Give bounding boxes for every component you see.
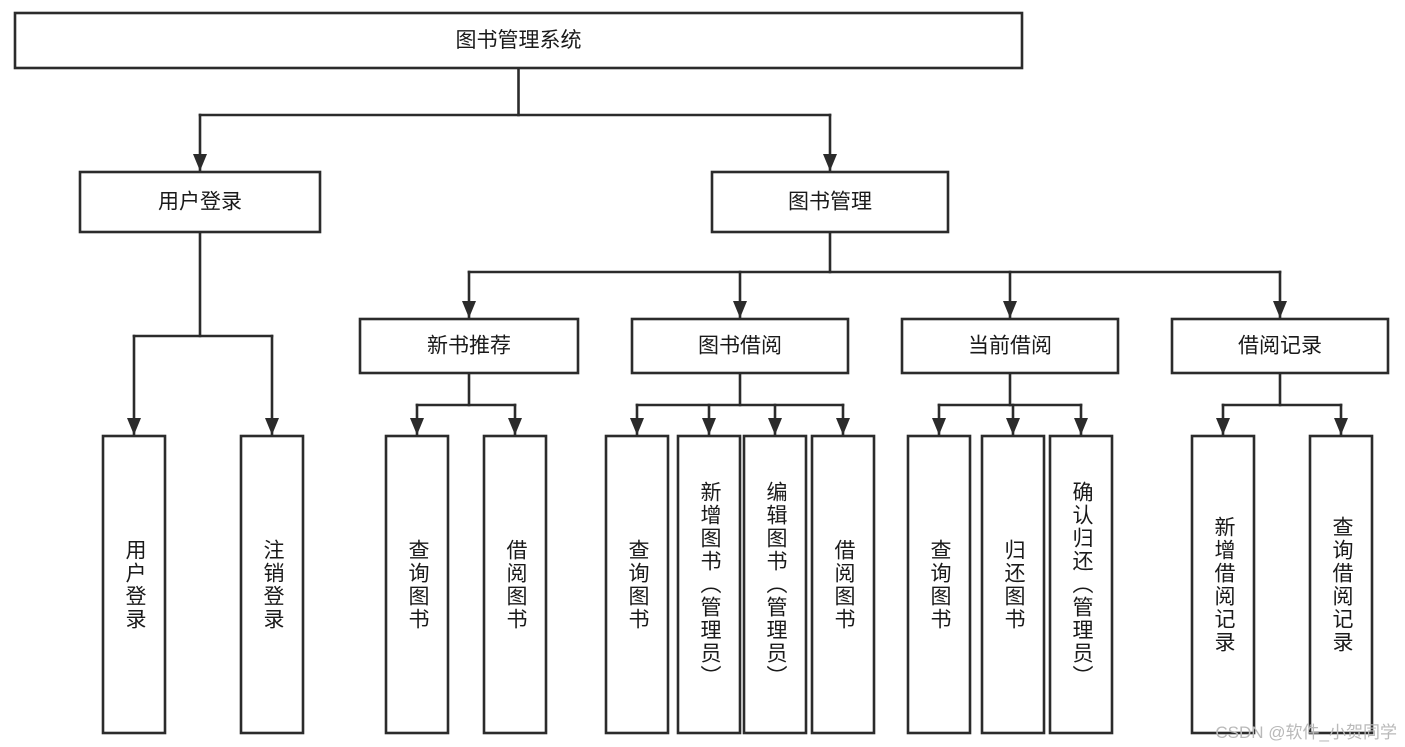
arrow-head-icon (768, 418, 782, 435)
arrow-head-icon (1074, 418, 1088, 435)
node-leaf-add-book[interactable] (676, 434, 742, 735)
arrow-head-icon (733, 301, 747, 318)
node-user-login[interactable] (78, 170, 322, 234)
node-leaf-add-record[interactable] (1190, 434, 1256, 735)
arrow-head-icon (630, 418, 644, 435)
arrow-head-icon (193, 154, 207, 171)
node-borrow-record-label: 借阅记录 (1238, 335, 1322, 358)
arrow-head-icon (1273, 301, 1287, 318)
arrow-head-icon (1006, 418, 1020, 435)
node-root-label: 图书管理系统 (456, 29, 582, 52)
arrow-head-icon (410, 418, 424, 435)
node-leaf-confirm-return[interactable] (1048, 434, 1114, 735)
node-new-book-recommend-label: 新书推荐 (427, 335, 511, 358)
arrow-head-icon (462, 301, 476, 318)
node-book-management-label: 图书管理 (788, 191, 872, 214)
node-new-book-recommend[interactable] (358, 317, 580, 375)
node-current-borrow-label: 当前借阅 (968, 335, 1052, 358)
node-borrow-record[interactable] (1170, 317, 1390, 375)
arrow-head-icon (836, 418, 850, 435)
node-current-borrow[interactable] (900, 317, 1120, 375)
arrow-head-icon (127, 418, 141, 435)
arrow-head-icon (508, 418, 522, 435)
node-leaf-borrow-book-rec[interactable] (482, 434, 548, 735)
arrow-head-icon (1216, 418, 1230, 435)
node-leaf-return-book[interactable] (980, 434, 1046, 735)
arrow-head-icon (265, 418, 279, 435)
arrow-head-icon (1003, 301, 1017, 318)
node-book-management[interactable] (710, 170, 950, 234)
node-book-borrow[interactable] (630, 317, 850, 375)
watermark-text: CSDN @软件_小贺同学 (1215, 723, 1397, 742)
node-user-login-label: 用户登录 (158, 191, 242, 214)
node-leaf-query-book[interactable] (604, 434, 670, 735)
node-leaf-borrow-book[interactable] (810, 434, 876, 735)
node-leaf-query-record[interactable] (1308, 434, 1374, 735)
connectors-layer (127, 66, 1348, 436)
node-root[interactable] (13, 11, 1024, 70)
node-book-borrow-label: 图书借阅 (698, 335, 782, 358)
arrow-head-icon (702, 418, 716, 435)
arrow-head-icon (1334, 418, 1348, 435)
node-leaf-edit-book[interactable] (742, 434, 808, 735)
arrow-head-icon (823, 154, 837, 171)
node-leaf-query-book-cur[interactable] (906, 434, 972, 735)
node-leaf-query-book-rec[interactable] (384, 434, 450, 735)
node-leaf-user-login[interactable] (101, 434, 167, 735)
arrow-head-icon (932, 418, 946, 435)
node-leaf-logout[interactable] (239, 434, 305, 735)
